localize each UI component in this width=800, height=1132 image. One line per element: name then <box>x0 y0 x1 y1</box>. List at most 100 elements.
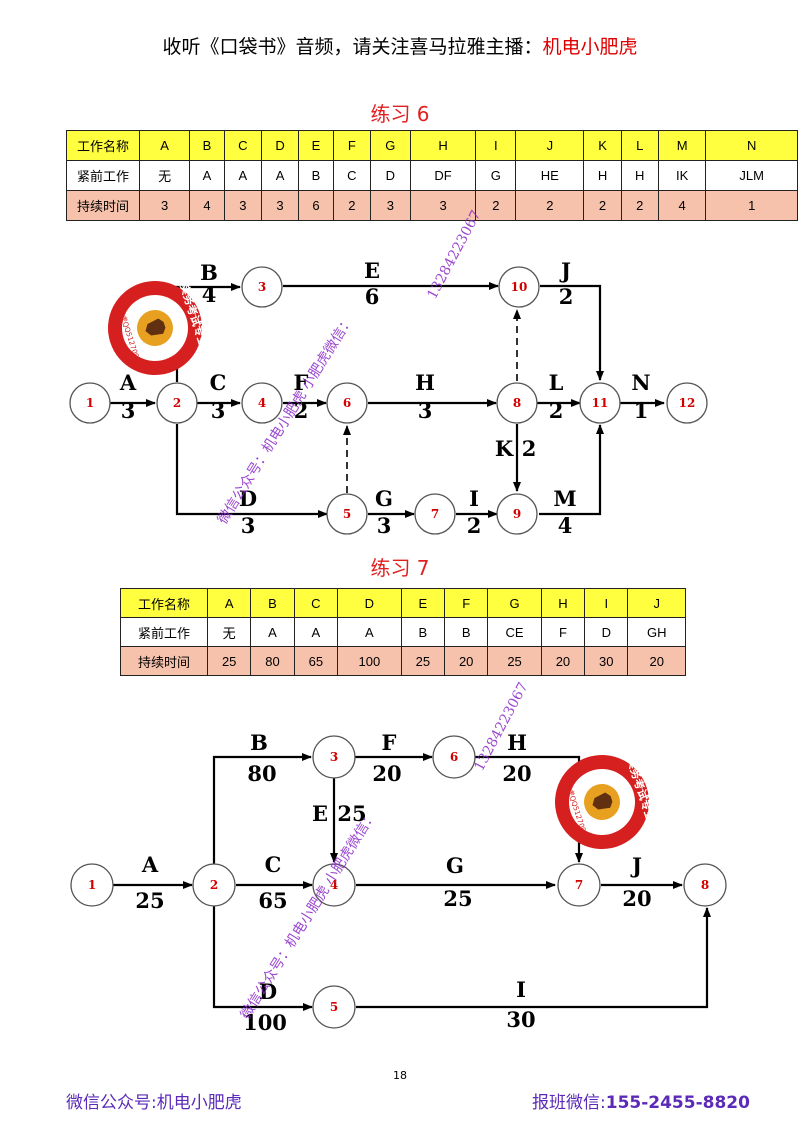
svg-text:10: 10 <box>511 280 528 294</box>
table-cell-predecessor: A <box>189 160 225 191</box>
table-cell-predecessor: A <box>337 617 402 647</box>
activity-duration: 100 <box>243 1010 287 1035</box>
activity-name: A <box>141 852 159 877</box>
activity-name: F <box>382 730 397 755</box>
node: 4 <box>241 382 283 424</box>
table-cell-name: N <box>705 130 798 161</box>
table-cell-predecessor: A <box>293 617 339 647</box>
footer-contact-label: 报班微信: <box>532 1093 606 1113</box>
table-cell-duration: 4 <box>657 190 707 221</box>
activity-name: E <box>364 258 380 283</box>
activity-name: G <box>446 853 464 878</box>
table-cell-duration: 20 <box>443 646 489 676</box>
table-cell-duration: 30 <box>584 646 629 676</box>
table-cell-name: J <box>515 130 585 161</box>
table-cell-duration: 3 <box>369 190 411 221</box>
exercise7-network: 1 2 3 4 5 6 7 8 A 25 B 80 C 65 D 100 E 2… <box>70 730 727 1035</box>
row-label: 工作名称 <box>120 588 208 618</box>
header-highlight: 机电小肥虎 <box>542 36 638 58</box>
activity-name: H <box>507 730 527 755</box>
table-cell-duration: 20 <box>540 646 586 676</box>
table-cell-predecessor: D <box>584 617 629 647</box>
activity-duration: 1 <box>634 398 649 423</box>
page-number: 18 <box>393 1069 407 1082</box>
table-cell-predecessor: H <box>583 160 622 191</box>
svg-text:7: 7 <box>431 507 439 521</box>
activity-duration: 80 <box>247 761 276 786</box>
activity-duration: 30 <box>506 1007 535 1032</box>
table-cell-predecessor: JLM <box>705 160 798 191</box>
table-cell-name: D <box>260 130 300 161</box>
svg-text:1: 1 <box>88 878 96 892</box>
activity-name: I <box>516 977 526 1002</box>
activity-duration: 2 <box>522 436 537 461</box>
table-cell-predecessor: CE <box>487 617 542 647</box>
table-cell-duration: 25 <box>400 646 446 676</box>
table-cell-name: B <box>189 130 225 161</box>
activity-name: C <box>210 370 227 395</box>
footer-contact: 报班微信:155-2455-8820 <box>532 1088 750 1113</box>
activity-name: C <box>265 852 282 877</box>
table-cell-duration: 2 <box>620 190 659 221</box>
table-cell-duration: 2 <box>332 190 371 221</box>
table-cell-duration: 2 <box>583 190 622 221</box>
table-cell-name: H <box>540 588 586 618</box>
activity-name: B <box>250 730 268 755</box>
table-cell-duration: 25 <box>487 646 542 676</box>
activity-duration: 20 <box>502 761 531 786</box>
activity-duration: 20 <box>372 761 401 786</box>
table-cell-duration: 4 <box>189 190 225 221</box>
svg-text:1: 1 <box>86 396 94 410</box>
svg-text:3: 3 <box>330 750 338 764</box>
activity-name: D <box>239 486 257 511</box>
table-cell-name: A <box>206 588 252 618</box>
activity-name: A <box>119 370 137 395</box>
activity-name: I <box>469 486 479 511</box>
footer-wechat-account: 微信公众号:机电小肥虎 <box>66 1093 242 1113</box>
svg-text:11: 11 <box>592 396 609 410</box>
table-cell-predecessor: 无 <box>206 617 252 647</box>
node: 3 <box>241 266 283 308</box>
table-cell-name: C <box>223 130 262 161</box>
table-cell-name: F <box>332 130 371 161</box>
table-cell-predecessor: C <box>332 160 371 191</box>
table-cell-name: I <box>475 130 517 161</box>
table-cell-predecessor: GH <box>627 617 686 647</box>
row-label: 持续时间 <box>120 646 208 676</box>
node: 1 <box>69 382 111 424</box>
table-cell-name: K <box>583 130 622 161</box>
node: 10 <box>498 266 540 308</box>
activity-duration: 2 <box>294 398 309 423</box>
activity-duration: 3 <box>418 398 433 423</box>
svg-text:9: 9 <box>513 507 521 521</box>
table-cell-predecessor: 无 <box>138 160 191 191</box>
activity-name: N <box>631 370 650 395</box>
activity-name: H <box>415 370 435 395</box>
activity-name: F <box>294 370 309 395</box>
table-cell-duration: 3 <box>409 190 477 221</box>
table-cell-predecessor: B <box>298 160 334 191</box>
tiger-stamp: 机电实务考试专业辅导 小肥虎QQ512709612 <box>555 735 665 849</box>
activity-name: B <box>200 260 218 285</box>
node: 8 <box>683 863 727 907</box>
table-cell-predecessor: D <box>369 160 411 191</box>
footer-contact-value: 155-2455-8820 <box>605 1093 750 1113</box>
activity-duration: 65 <box>258 888 287 913</box>
row-label: 紧前工作 <box>66 160 140 191</box>
table-cell-duration: 3 <box>138 190 191 221</box>
table-cell-name: F <box>443 588 489 618</box>
table-cell-name: C <box>293 588 339 618</box>
node: 1 <box>70 863 114 907</box>
table-cell-duration: 1 <box>705 190 798 221</box>
svg-text:8: 8 <box>701 878 709 892</box>
node: 12 <box>666 382 708 424</box>
exercise7-title: 练习 7 <box>370 556 430 580</box>
node: 9 <box>496 493 538 535</box>
table-cell-name: D <box>337 588 402 618</box>
table-cell-duration: 100 <box>337 646 402 676</box>
watermark-wechat: 微信公众号：机电小肥虎 小肥虎微信： <box>238 808 380 1022</box>
table-cell-predecessor: IK <box>657 160 707 191</box>
